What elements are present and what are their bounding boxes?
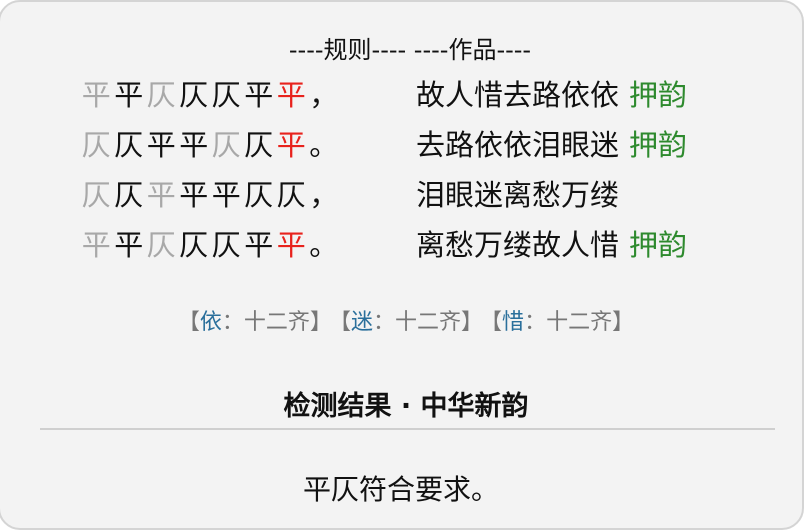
tone-char: 仄	[179, 78, 209, 112]
tone-rule: 平平仄仄仄平平，	[80, 75, 340, 115]
tone-char: 仄	[114, 128, 144, 162]
rhyme-badge: 押韵	[629, 128, 688, 162]
rhyme-note: 【迷：十二齐】	[339, 310, 484, 335]
tone-rule: 仄仄平平仄仄平。	[80, 125, 340, 165]
tone-char: 平	[211, 178, 241, 212]
tone-char: 平	[179, 128, 209, 162]
poem-text: 离愁万缕故人惜	[416, 228, 620, 262]
tone-char: 仄	[179, 228, 209, 262]
tone-char: ，	[309, 78, 339, 112]
tone-char: 仄	[81, 178, 111, 212]
poem-line: 故人惜去路依依押韵	[416, 75, 687, 115]
tone-rule: 仄仄平平平仄仄，	[80, 175, 340, 215]
tone-char: ，	[309, 178, 339, 212]
rhyme-note: 【惜：十二齐】	[491, 310, 635, 335]
tone-char: 仄	[244, 178, 274, 212]
tone-char: 平	[146, 128, 176, 162]
poem-line: 去路依依泪眼迷押韵	[416, 125, 687, 165]
rhyme-char: 惜	[502, 310, 525, 335]
rhyme-char: 迷	[350, 310, 373, 335]
tone-char: 平	[81, 78, 111, 112]
tone-char: 仄	[276, 178, 306, 212]
detection-heading: 检测结果 · 中华新韵	[283, 391, 529, 422]
rhyme-group: 十二齐	[243, 310, 310, 335]
poem-line: 泪眼迷离愁万缕	[416, 175, 619, 215]
tone-char: 平	[114, 78, 144, 112]
tone-char: 平	[276, 78, 306, 112]
tone-char: 平	[81, 228, 111, 262]
tone-char: 仄	[146, 228, 176, 262]
poem-text: 故人惜去路依依	[416, 78, 620, 112]
poem-text: 泪眼迷离愁万缕	[416, 178, 620, 212]
rhyme-group: 十二齐	[546, 310, 613, 335]
tone-char: 仄	[244, 128, 274, 162]
poem-line: 离愁万缕故人惜押韵	[416, 225, 687, 265]
rhyme-badge: 押韵	[629, 228, 688, 262]
result-text: 平仄符合要求。	[302, 473, 499, 506]
divider	[40, 428, 775, 430]
tone-char: 平	[244, 78, 274, 112]
tone-char: 平	[114, 228, 144, 262]
poem-text: 去路依依泪眼迷	[416, 128, 620, 162]
tone-char: 平	[179, 178, 209, 212]
tone-char: 平	[244, 228, 274, 262]
tone-char: 仄	[114, 178, 144, 212]
tone-char: 仄	[211, 128, 241, 162]
tone-rule: 平平仄仄仄平平。	[80, 225, 340, 265]
rhyme-notes: 【依：十二齐】【迷：十二齐】【惜：十二齐】	[0, 304, 812, 336]
rhyme-char: 依	[199, 310, 222, 335]
rhyme-group: 十二齐	[395, 310, 462, 335]
tone-char: 平	[276, 228, 306, 262]
tone-char: 仄	[211, 78, 241, 112]
rhyme-note: 【依：十二齐】	[177, 310, 332, 335]
tone-char: 平	[276, 128, 306, 162]
tone-char: 。	[309, 228, 339, 262]
section-title: ----规则---- ----作品----	[288, 36, 532, 64]
tone-char: 。	[309, 128, 339, 162]
tone-char: 仄	[81, 128, 111, 162]
tone-char: 仄	[211, 228, 241, 262]
tone-char: 平	[146, 178, 176, 212]
rhyme-badge: 押韵	[629, 78, 688, 112]
tone-char: 仄	[146, 78, 176, 112]
